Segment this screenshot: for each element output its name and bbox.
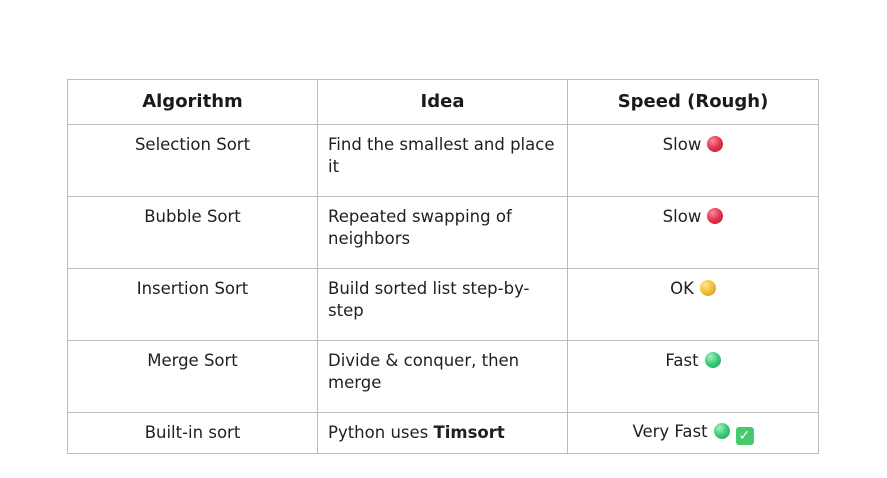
table-row: Bubble Sort Repeated swapping of neighbo… [67, 196, 819, 269]
header-idea: Idea [317, 79, 568, 125]
speed-cell: Slow [567, 196, 819, 269]
algorithm-cell: Bubble Sort [67, 196, 318, 269]
table-row: Merge Sort Divide & conquer, then merge … [67, 340, 819, 413]
speed-cell: Fast [567, 340, 819, 413]
green-circle-icon [713, 423, 730, 439]
red-circle-icon [707, 208, 724, 224]
green-circle-icon [704, 352, 721, 368]
table-header-row: Algorithm Idea Speed (Rough) [67, 79, 819, 125]
algorithm-cell: Merge Sort [67, 340, 318, 413]
speed-cell: Very Fast ✓ [567, 412, 819, 454]
algorithm-cell: Built-in sort [67, 412, 318, 454]
algorithm-cell: Insertion Sort [67, 268, 318, 341]
table-row: Insertion Sort Build sorted list step-by… [67, 268, 819, 341]
table-row: Built-in sort Python uses Timsort Very F… [67, 412, 819, 454]
speed-label: Slow [662, 135, 702, 154]
header-speed: Speed (Rough) [567, 79, 819, 125]
algorithm-cell: Selection Sort [67, 124, 318, 197]
yellow-circle-icon [699, 280, 716, 296]
idea-cell: Build sorted list step-by-step [317, 268, 568, 341]
speed-cell: OK [567, 268, 819, 341]
idea-cell: Python uses Timsort [317, 412, 568, 454]
speed-label: Fast [665, 351, 699, 370]
red-circle-icon [707, 136, 724, 152]
speed-label: Very Fast [632, 422, 708, 441]
table-row: Selection Sort Find the smallest and pla… [67, 124, 819, 197]
idea-cell: Find the smallest and place it [317, 124, 568, 197]
idea-cell: Repeated swapping of neighbors [317, 196, 568, 269]
speed-cell: Slow [567, 124, 819, 197]
header-algorithm: Algorithm [67, 79, 318, 125]
idea-bold-text: Timsort [433, 423, 505, 442]
idea-cell: Divide & conquer, then merge [317, 340, 568, 413]
idea-text: Python uses [328, 423, 434, 442]
check-mark-button-icon: ✓ [735, 427, 754, 445]
speed-label: OK [670, 279, 694, 298]
speed-label: Slow [662, 207, 702, 226]
sorting-algorithms-table: Algorithm Idea Speed (Rough) Selection S… [67, 79, 819, 454]
